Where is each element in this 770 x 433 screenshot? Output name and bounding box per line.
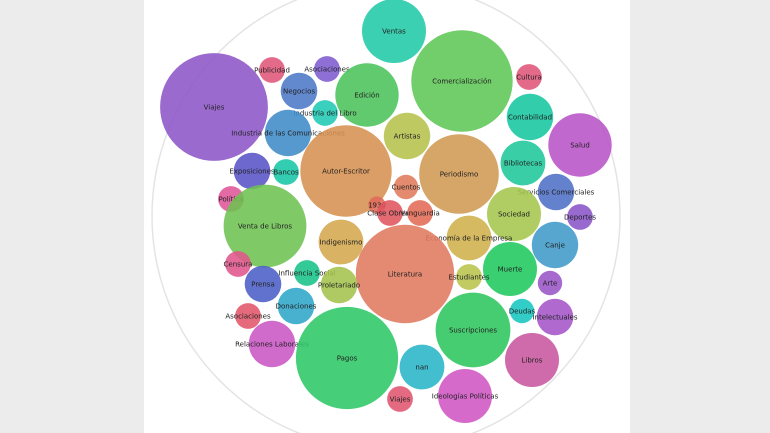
bubble-circle[interactable] (487, 187, 541, 241)
bubble-circle[interactable] (312, 100, 338, 126)
bubble-circle[interactable] (483, 242, 537, 296)
right-margin (630, 0, 770, 433)
bubble-circle[interactable] (419, 134, 499, 214)
bubble-cuentos[interactable]: Cuentos (392, 174, 421, 200)
bubble-circle[interactable] (314, 56, 340, 82)
bubble-circle[interactable] (320, 266, 358, 304)
bubble-circle[interactable] (393, 174, 419, 200)
bubble-sociedad[interactable]: Sociedad (487, 187, 541, 241)
bubble-circle[interactable] (355, 224, 455, 324)
bubble-circle[interactable] (223, 184, 307, 268)
bubble-exposiciones[interactable]: Exposiciones (229, 152, 275, 190)
bubble-circle[interactable] (509, 298, 535, 324)
bubble-circle[interactable] (399, 344, 445, 390)
bubble-nan[interactable]: nan (399, 344, 445, 390)
bubble-circle[interactable] (362, 0, 426, 63)
bubble-circle[interactable] (294, 260, 320, 286)
bubble-circle[interactable] (280, 72, 318, 110)
outer-ring (151, 0, 621, 433)
bubble-circle[interactable] (505, 333, 559, 387)
bubble-periodismo[interactable]: Periodismo (419, 134, 499, 214)
bubble-circle[interactable] (233, 152, 271, 190)
bubble-salud[interactable]: Salud (548, 113, 612, 177)
bubble-circle[interactable] (318, 219, 364, 265)
bubble-circle[interactable] (506, 93, 554, 141)
bubble-circle[interactable] (264, 109, 312, 157)
bubble-indigenismo[interactable]: Indigenismo (318, 219, 364, 265)
bubble-circle[interactable] (435, 292, 511, 368)
bubble-comercializacion[interactable]: Comercialización (411, 30, 513, 132)
bubble-circle[interactable] (244, 265, 282, 303)
bubble-donaciones[interactable]: Donaciones (276, 287, 317, 325)
bubble-arte[interactable]: Arte (537, 270, 563, 296)
bubble-edicion[interactable]: Edición (335, 63, 399, 127)
bubble-pagos[interactable]: Pagos (295, 306, 399, 410)
bubble-circle[interactable] (446, 215, 492, 261)
bubble-circle[interactable] (225, 251, 251, 277)
bubble-circle[interactable] (300, 125, 392, 217)
bubble-circle[interactable] (160, 53, 268, 161)
bubble-ventas[interactable]: Ventas (362, 0, 426, 63)
bubble-circle[interactable] (248, 320, 296, 368)
bubble-suscripciones[interactable]: Suscripciones (435, 292, 511, 368)
bubble-circle[interactable] (536, 298, 574, 336)
bubble-circle[interactable] (438, 369, 492, 423)
bubble-negocios[interactable]: Negocios (280, 72, 318, 110)
bubble-circle[interactable] (387, 386, 413, 412)
bubble-proletariado[interactable]: Proletariado (318, 266, 360, 304)
bubble-muerte[interactable]: Muerte (483, 242, 537, 296)
bubble-circle[interactable] (295, 306, 399, 410)
bubble-viajes[interactable]: Viajes (160, 53, 268, 161)
bubble-circle[interactable] (383, 112, 431, 160)
bubble-circle[interactable] (277, 287, 315, 325)
bubble-circle[interactable] (567, 204, 593, 230)
bubble-deportes[interactable]: Deportes (564, 204, 596, 230)
left-margin (0, 0, 144, 433)
bubble-circle[interactable] (273, 159, 299, 185)
bubble-canje[interactable]: Canje (531, 221, 579, 269)
bubble-circle[interactable] (516, 64, 542, 90)
bubble-circle[interactable] (537, 270, 563, 296)
bubble-circle[interactable] (500, 140, 546, 186)
bubble-prensa[interactable]: Prensa (244, 265, 282, 303)
bubble-literatura[interactable]: Literatura (355, 224, 455, 324)
bubble-circle[interactable] (537, 173, 575, 211)
bubble-circle[interactable] (548, 113, 612, 177)
bubble-circle[interactable] (235, 303, 261, 329)
bubble-artistas[interactable]: Artistas (383, 112, 431, 160)
bubble-circle[interactable] (456, 264, 482, 290)
bubble-deudas[interactable]: Deudas (509, 298, 536, 324)
bubble-circle[interactable] (259, 57, 285, 83)
bubble-libros[interactable]: Libros (505, 333, 559, 387)
bubble-circle[interactable] (411, 30, 513, 132)
bubble-circle[interactable] (531, 221, 579, 269)
bubble-circle[interactable] (335, 63, 399, 127)
bubble-cultura[interactable]: Cultura (516, 64, 542, 90)
bubble-circle[interactable] (407, 200, 433, 226)
bubble-bibliotecas[interactable]: Bibliotecas (500, 140, 546, 186)
bubble-viajes[interactable]: Viajes (387, 386, 413, 412)
bubble-bancos[interactable]: Bancos (273, 159, 299, 185)
bubble-contabilidad[interactable]: Contabilidad (506, 93, 554, 141)
bubble-intelectuales[interactable]: Intelectuales (532, 298, 578, 336)
bubble-circle[interactable] (377, 200, 403, 226)
